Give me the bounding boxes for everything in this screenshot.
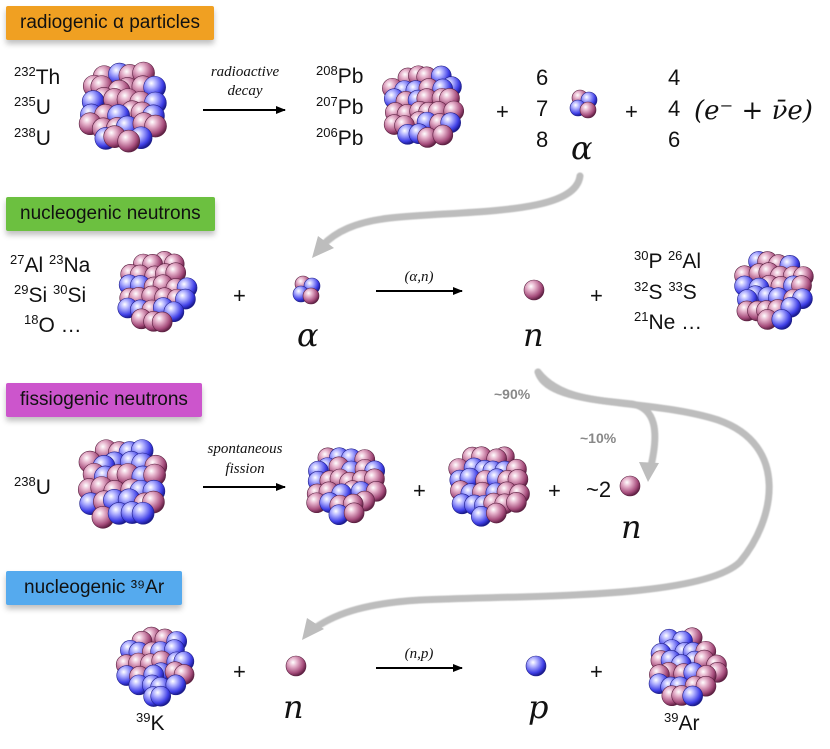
isotope-pb208: 208Pb (316, 63, 364, 88)
plus-sign: + (413, 478, 426, 503)
arrow-label-radioactive: radioactive (210, 64, 280, 80)
lead-nucleus (382, 65, 465, 148)
reaction-product-nucleus (734, 251, 814, 330)
banner-fissiogenic-text: fissiogenic neutrons (20, 389, 188, 410)
isotope-ar39: 39Ar (664, 710, 700, 735)
targets-line-1: 27Al 23Na (10, 252, 91, 277)
alpha-to-row2-curve (318, 172, 584, 250)
isotope-k39: 39K (136, 710, 165, 735)
process-flow-curves (311, 172, 773, 632)
neutron-main-curve (311, 368, 773, 632)
isotope-th232: 232Th (14, 64, 61, 89)
neutron-symbol-row2: n (523, 316, 544, 354)
arrow-label-decay: decay (227, 83, 263, 99)
isotope-pb207: 207Pb (316, 94, 364, 119)
products-line-1: 30P 26Al (634, 248, 702, 273)
banner-nucleogenic-neutrons-text: nucleogenic neutrons (20, 203, 201, 224)
proton-symbol: p (528, 688, 549, 726)
targets-line-3: 18O … (24, 312, 82, 337)
light-target-nucleus (117, 250, 198, 333)
beta-count-1: 4 (668, 65, 681, 90)
arrowhead-branch (639, 462, 659, 482)
alpha-count-2: 7 (536, 96, 549, 121)
isotope-pb206: 206Pb (316, 125, 364, 150)
isotope-u238-fission: 238U (14, 474, 51, 499)
alpha-count-1: 6 (536, 65, 549, 90)
alpha-count-3: 8 (536, 127, 549, 152)
plus-sign: + (233, 659, 246, 684)
alpha-symbol-row1: α (571, 129, 593, 167)
banner-fissiogenic-neutrons: fissiogenic neutrons (6, 383, 202, 417)
banner-radiogenic-alpha: radiogenic α particles (6, 6, 214, 40)
neutron-10pct-branch (534, 368, 659, 474)
banner-nucleogenic-ar-text: nucleogenic ³⁹Ar (24, 577, 165, 598)
neutron-row3 (619, 475, 641, 497)
isotope-u238: 238U (14, 125, 51, 150)
argon-39-nucleus (648, 627, 728, 707)
plus-sign: + (590, 659, 603, 684)
neutron-count: ~2 (586, 477, 612, 502)
targets-line-2: 29Si 30Si (14, 282, 87, 307)
products-line-2: 32S 33S (634, 279, 697, 304)
curve-arrowheads (302, 236, 659, 640)
neutron-symbol-row4: n (283, 688, 304, 726)
neutron-symbol-row3: n (621, 508, 642, 546)
branch-10-percent: ~10% (580, 430, 617, 446)
proton (525, 655, 547, 677)
plus-sign: + (548, 478, 561, 503)
neutron-row4 (285, 655, 307, 677)
arrow-label-alpha-n: (α,n) (404, 269, 434, 285)
arrow-label-fission: fission (225, 461, 265, 477)
banner-nucleogenic-ar39: nucleogenic ³⁹Ar (6, 571, 183, 605)
plus-sign: + (233, 283, 246, 308)
branch-90-percent: ~90% (494, 386, 531, 402)
fission-fragment-1 (306, 447, 387, 526)
arrowhead-alpha (312, 236, 334, 258)
plus-sign: + (496, 99, 509, 124)
heavy-nucleus-actinide (78, 61, 167, 153)
fission-fragment-2 (448, 446, 530, 527)
alpha-particle-row2 (292, 275, 321, 305)
isotope-u235: 235U (14, 94, 51, 119)
arrow-label-spontaneous: spontaneous (207, 441, 283, 457)
uranium-238-nucleus (77, 439, 168, 529)
banner-radiogenic-text: radiogenic α particles (20, 12, 200, 33)
plus-sign: + (625, 99, 638, 124)
alpha-symbol-row2: α (297, 316, 319, 354)
beta-expression: (e⁻ + ν̄e) (694, 96, 813, 126)
beta-count-2: 4 (668, 96, 681, 121)
arrow-label-n-p: (n,p) (404, 646, 434, 662)
banner-nucleogenic-neutrons: nucleogenic neutrons (6, 197, 215, 231)
reaction-arrows (203, 106, 463, 672)
neutron-row2 (523, 279, 545, 301)
products-line-3: 21Ne … (634, 309, 703, 334)
potassium-39-nucleus (115, 626, 195, 707)
plus-sign: + (590, 283, 603, 308)
arrowhead-neutron (302, 618, 324, 640)
beta-count-3: 6 (668, 127, 681, 152)
alpha-particle-row1 (569, 89, 598, 119)
